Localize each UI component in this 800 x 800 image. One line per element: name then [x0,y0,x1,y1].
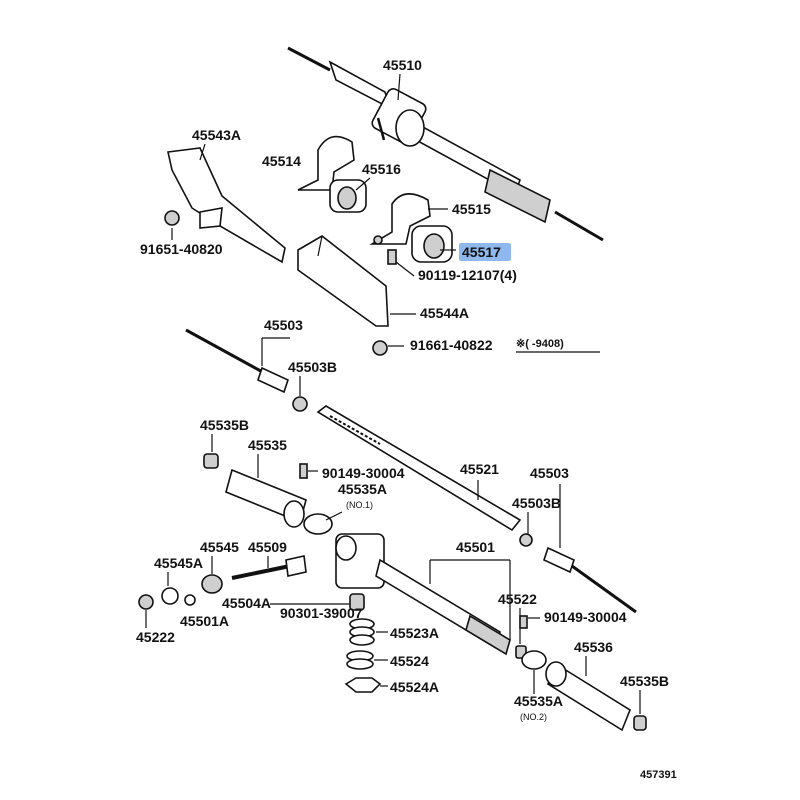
bolt-90119 [387,249,397,265]
cap-45222 [138,594,154,610]
boot-45536-right [545,661,631,732]
label-45501: 45501 [456,539,495,555]
label-45545A: 45545A [154,555,203,571]
label-91651-40820: 91651-40820 [140,241,223,257]
label-45501A: 45501A [180,613,229,629]
label-90149-right: 90149-30004 [544,609,627,625]
guide-45504A [349,593,365,611]
label-45523A: 45523A [390,625,439,641]
clamp-45514 [297,135,355,191]
bearing-45545 [201,574,223,594]
bushing-45516 [329,179,367,213]
clip-45535B-left [203,453,219,469]
heat-shield-45544A [297,235,389,327]
washer-45501A [184,594,196,606]
tie-rod-45503-right [519,533,637,614]
label-45514: 45514 [262,153,301,169]
leader-90119 [395,261,415,277]
label-45510: 45510 [383,57,422,73]
label-45503B-top: 45503B [288,359,337,375]
label-45544A: 45544A [420,305,469,321]
label-45521: 45521 [460,461,499,477]
label-45522: 45522 [498,591,537,607]
bracket-45543A [164,147,286,264]
label-45543A: 45543A [192,127,241,143]
steering-rack-assembly-top [287,46,604,242]
label-45535A-bottom: 45535A [514,693,563,709]
label-45509: 45509 [248,539,287,555]
label-45516: 45516 [362,161,401,177]
label-45517: 45517 [462,244,501,260]
band-45535A-bottom [521,650,547,670]
locknut-45524A [344,677,382,693]
spring-45523A [349,618,375,646]
label-45535A-top: 45535A [338,481,387,497]
boot-45535-left [225,468,307,528]
clip-45535B-right [633,715,647,731]
label-90149-top: 90149-30004 [322,465,405,481]
housing-45501 [335,533,511,656]
highlight-45517 [459,243,511,261]
nut-91661 [372,340,388,356]
screw-90149-top [299,463,308,479]
rack-bar-45521 [316,405,522,532]
label-45503B-right: 45503B [512,495,561,511]
label-45545: 45545 [200,539,239,555]
label-90119-12107: 90119-12107(4) [418,267,517,283]
leader-45516 [355,177,371,191]
figure-number: 457391 [640,769,677,781]
label-45503-right: 45503 [530,465,569,481]
note-mark: ※( -9408) [516,338,564,350]
cap-45524 [346,650,374,670]
tie-rod-45503-left [185,328,308,412]
pinion-45509 [231,555,307,580]
clamp-45515 [369,193,431,245]
band-45535A-top [303,513,333,535]
bushing-45517 [411,225,453,263]
label-45524A: 45524A [390,679,439,695]
label-91661-40822: 91661-40822 [410,337,493,353]
label-45535: 45535 [248,437,287,453]
label-45535B-right: 45535B [620,673,669,689]
label-45515: 45515 [452,201,491,217]
leader-45535A-top [325,511,343,521]
label-45536: 45536 [574,639,613,655]
screw-90149-right [519,615,528,629]
label-45504A: 45504A [222,595,271,611]
label-45503-top: 45503 [264,317,303,333]
label-no1: (NO.1) [346,500,373,510]
label-45524: 45524 [390,653,429,669]
label-45535B-left: 45535B [200,417,249,433]
seal-45545A [161,587,179,605]
leader-45543A [199,143,206,161]
leader-45510 [397,73,401,101]
label-45222: 45222 [136,629,175,645]
label-90301: 90301-39007 [280,605,363,621]
label-no2: (NO.2) [520,712,547,722]
